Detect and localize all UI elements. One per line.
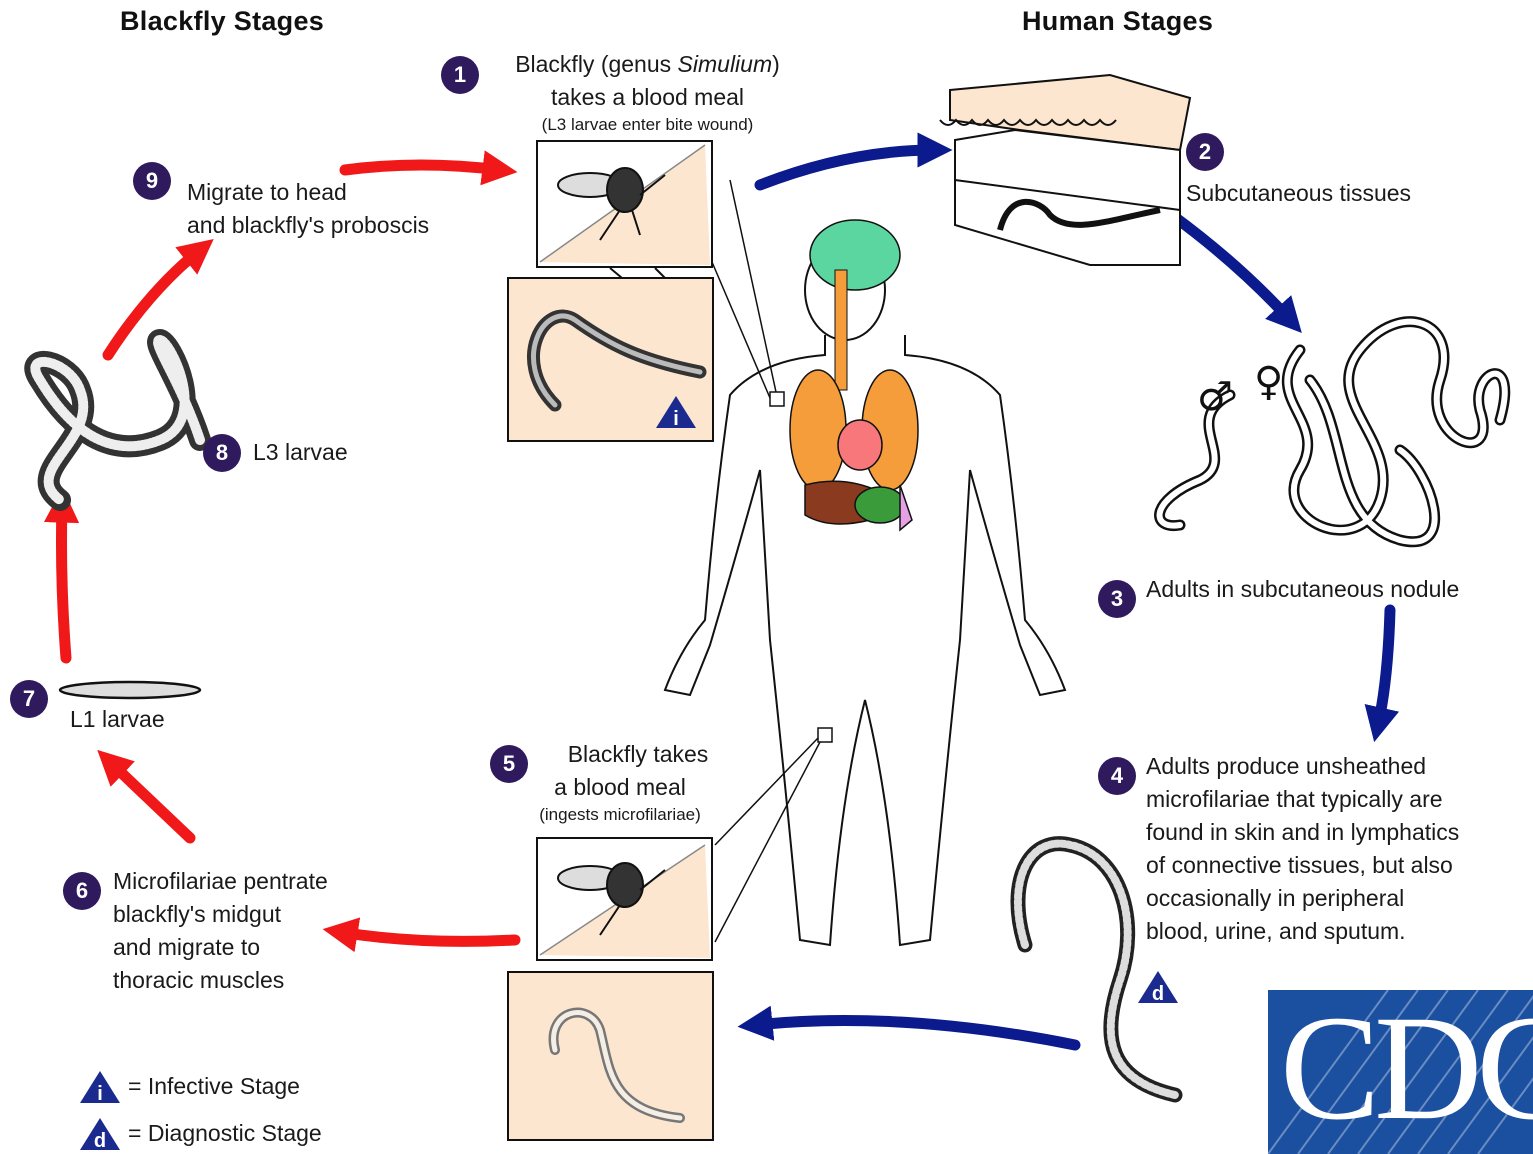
arrow-9-to-1 bbox=[345, 165, 500, 170]
male-symbol: ♂ bbox=[1197, 374, 1233, 420]
arrow-1-to-2 bbox=[760, 150, 935, 185]
step-badge-8: 8 bbox=[203, 434, 241, 472]
step-1-label: Blackfly (genus Simulium) takes a blood … bbox=[470, 48, 825, 136]
arrow-6-to-7 bbox=[110, 762, 190, 838]
bite-site-leg bbox=[818, 728, 832, 742]
stomach bbox=[855, 487, 905, 523]
step-9-label: Migrate to head and blackfly's proboscis bbox=[187, 176, 429, 242]
legend-infective: = Infective Stage bbox=[128, 1070, 300, 1103]
step-badge-3: 3 bbox=[1098, 580, 1136, 618]
step-badge-2: 2 bbox=[1186, 133, 1224, 171]
step-5-label: Blackfly takes a blood meal (ingests mic… bbox=[500, 738, 740, 826]
step-5-sublabel: (ingests microfilariae) bbox=[500, 804, 740, 826]
microfilariae-panel bbox=[508, 972, 713, 1140]
step-badge-4: 4 bbox=[1098, 757, 1136, 795]
step-badge-6: 6 bbox=[63, 872, 101, 910]
blackfly-cycle-arrows bbox=[62, 165, 516, 941]
arrow-7-to-8 bbox=[62, 505, 67, 658]
arrow-2-to-3 bbox=[1172, 215, 1290, 320]
marker-diagnostic-label: d bbox=[1152, 983, 1164, 1005]
skin-tissue-block bbox=[940, 75, 1190, 265]
step-8-label: L3 larvae bbox=[253, 436, 348, 469]
human-organs bbox=[712, 180, 918, 942]
step-1-sublabel: (L3 larvae enter bite wound) bbox=[470, 114, 825, 136]
heart bbox=[838, 420, 882, 470]
fly-body bbox=[607, 168, 643, 212]
arrow-4-to-5 bbox=[755, 1021, 1075, 1046]
arrow-3-to-4 bbox=[1378, 610, 1390, 725]
step-6-label: Microfilariae pentrate blackfly's midgut… bbox=[113, 865, 328, 997]
bite-site-shoulder bbox=[770, 392, 784, 406]
arrow-5-to-6 bbox=[340, 932, 515, 941]
lung-left bbox=[790, 370, 846, 490]
fly-bite-panel-1 bbox=[537, 141, 712, 267]
legend-diagnostic: = Diagnostic Stage bbox=[128, 1117, 322, 1150]
step-2-label: Subcutaneous tissues bbox=[1186, 177, 1411, 210]
brain bbox=[810, 220, 900, 290]
l1-larva-drawing bbox=[60, 682, 200, 698]
l3-larva-drawing bbox=[35, 340, 200, 500]
cdc-logo-text: CDC bbox=[1280, 990, 1533, 1154]
fly-bite-panel-5 bbox=[537, 838, 712, 960]
airway bbox=[835, 270, 847, 390]
adult-worms-inner bbox=[1160, 322, 1505, 542]
step-7-label: L1 larvae bbox=[70, 703, 165, 736]
heading-human-stages: Human Stages bbox=[1022, 6, 1213, 37]
step-badge-9: 9 bbox=[133, 162, 171, 200]
cdc-logo: CDC bbox=[1268, 990, 1533, 1154]
sex-symbols: ♂ ♀ bbox=[1197, 359, 1283, 420]
female-symbol: ♀ bbox=[1254, 359, 1283, 405]
spleen bbox=[900, 485, 912, 530]
step-badge-7: 7 bbox=[10, 680, 48, 718]
heading-blackfly-stages: Blackfly Stages bbox=[120, 6, 324, 37]
legend-marker-infective-label: i bbox=[97, 1083, 103, 1105]
step-4-label: Adults produce unsheathed microfilariae … bbox=[1146, 750, 1459, 948]
human-body bbox=[665, 240, 1065, 945]
step-3-label: Adults in subcutaneous nodule bbox=[1146, 573, 1459, 606]
legend-marker-diagnostic-label: d bbox=[94, 1130, 106, 1152]
marker-infective-label: i bbox=[673, 408, 679, 430]
